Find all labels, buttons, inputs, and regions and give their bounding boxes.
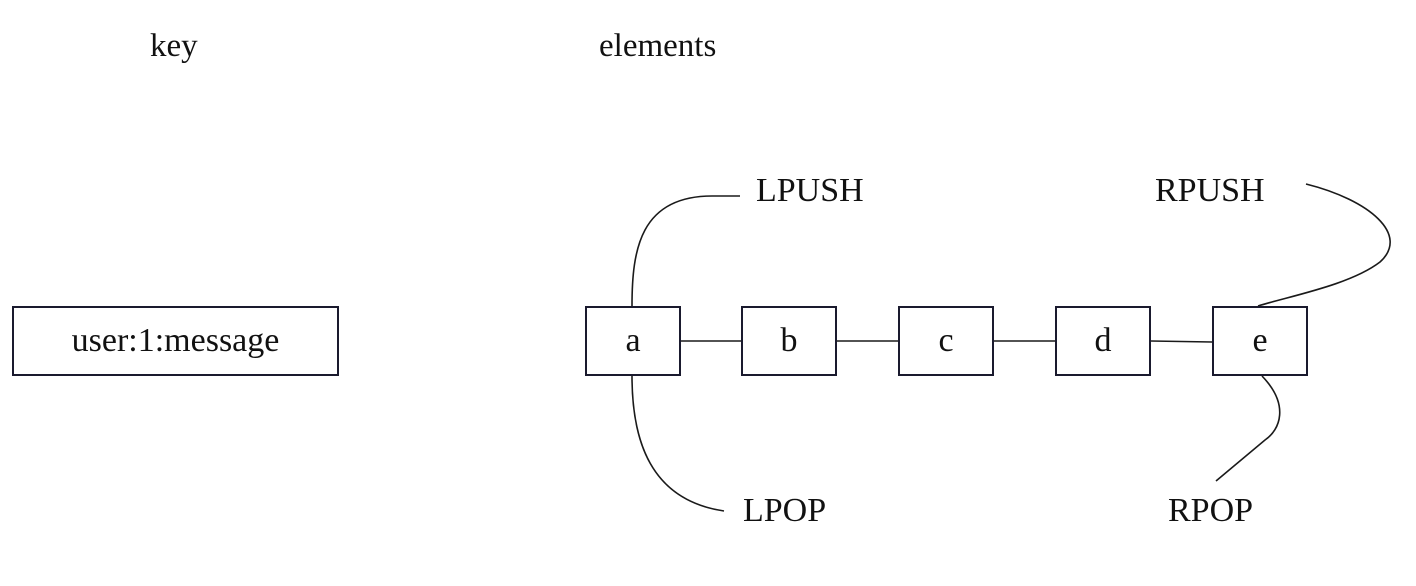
elements-heading: elements bbox=[599, 28, 717, 64]
key-box-label: user:1:message bbox=[71, 322, 280, 359]
rpush-label: RPUSH bbox=[1155, 172, 1265, 209]
list-node-label: b bbox=[780, 322, 798, 359]
list-node-a: a bbox=[585, 306, 681, 376]
key-box: user:1:message bbox=[12, 306, 339, 376]
lpush-curve bbox=[631, 195, 740, 307]
rpop-curve bbox=[1215, 375, 1281, 482]
list-node-label: c bbox=[938, 322, 954, 359]
list-node-label: e bbox=[1252, 322, 1268, 359]
rpop-label: RPOP bbox=[1168, 492, 1254, 529]
list-node-d: d bbox=[1055, 306, 1151, 376]
key-heading: key bbox=[150, 28, 198, 64]
list-node-b: b bbox=[741, 306, 837, 376]
link-d-e bbox=[1150, 340, 1213, 343]
list-node-label: a bbox=[625, 322, 641, 359]
list-node-c: c bbox=[898, 306, 994, 376]
list-node-label: d bbox=[1094, 322, 1112, 359]
lpop-label: LPOP bbox=[743, 492, 827, 529]
lpush-label: LPUSH bbox=[756, 172, 864, 209]
lpop-curve bbox=[631, 375, 725, 512]
list-node-e: e bbox=[1212, 306, 1308, 376]
rpush-curve bbox=[1257, 183, 1391, 307]
